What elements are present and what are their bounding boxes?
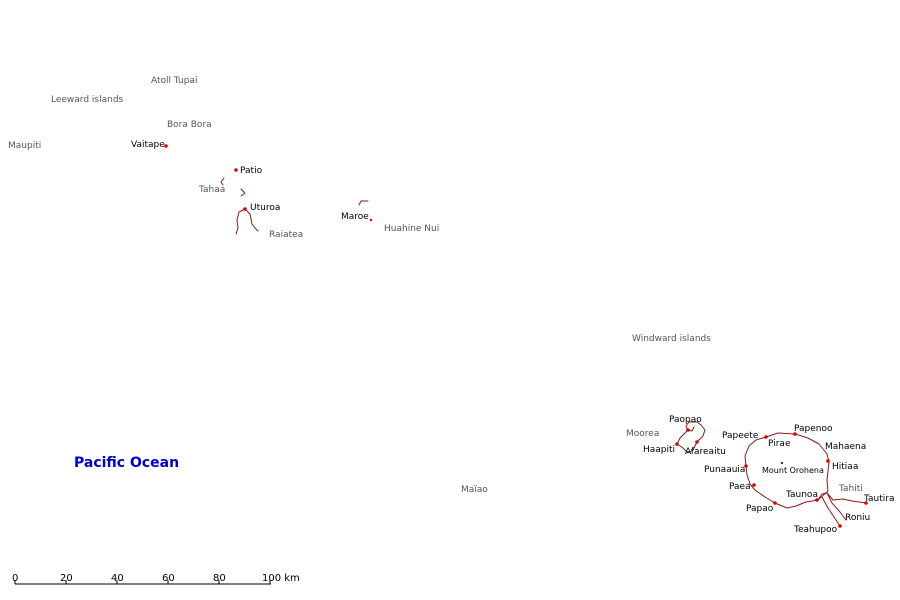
region-labels-layer: Atoll Tupai Leeward islands Bora Bora Ma…: [8, 76, 863, 495]
road-taiarapu: [817, 492, 867, 527]
label-uturoa: Uturoa: [250, 203, 280, 213]
papenoo-marker: [793, 432, 797, 436]
scale-label-80: 80: [213, 573, 226, 584]
papao-marker: [773, 501, 777, 505]
scale-label-20: 20: [60, 573, 73, 584]
ocean-label: Pacific Ocean: [74, 455, 179, 471]
scale-bar: 0 20 40 60 80 100 km: [12, 573, 300, 585]
label-punaauia: Punaauia: [704, 465, 745, 475]
vaitape-marker: [164, 144, 168, 148]
label-windward-islands: Windward islands: [632, 334, 711, 344]
label-papao: Papao: [746, 504, 774, 514]
patio-marker: [234, 168, 238, 172]
label-vaitape: Vaitape: [131, 140, 165, 150]
road-huahine: [358, 200, 369, 206]
town-labels-layer: Vaitape Patio Uturoa Maroe Paopao Haapit…: [131, 140, 894, 535]
scale-label-40: 40: [111, 573, 124, 584]
label-papeete: Papeete: [722, 431, 759, 441]
label-maupiti: Maupiti: [8, 141, 41, 151]
road-raiatea: [235, 208, 259, 235]
label-atoll-tupai: Atoll Tupai: [151, 76, 197, 86]
label-patio: Patio: [240, 166, 263, 176]
label-afareaitu: Afareaitu: [685, 447, 726, 457]
label-papenoo: Papenoo: [794, 424, 833, 434]
label-haapiti: Haapiti: [643, 445, 675, 455]
mount-orohena-marker: [781, 462, 783, 464]
road-tahiti: [744, 432, 830, 509]
label-pirae: Pirae: [768, 439, 791, 449]
label-huahine-nui: Huahine Nui: [384, 224, 439, 234]
label-teahupoo: Teahupoo: [793, 525, 838, 535]
paopao-marker: [686, 428, 690, 432]
scale-label-100: 100 km: [262, 573, 300, 584]
label-maroe: Maroe: [341, 212, 369, 222]
teahupoo-marker: [838, 524, 842, 528]
town-dots-layer: [164, 144, 868, 528]
road-tahaa-south: [240, 188, 246, 197]
label-taunoa: Taunoa: [785, 490, 818, 500]
maroe-marker: [369, 218, 373, 222]
label-moorea: Moorea: [626, 429, 659, 439]
label-mount-orohena: Mount Orohena: [762, 466, 824, 475]
afareaitu-marker: [695, 440, 699, 444]
scale-label-60: 60: [162, 573, 175, 584]
label-tahaa: Tahaa: [198, 185, 225, 195]
punaauia-marker: [744, 464, 748, 468]
label-mahaena: Mahaena: [825, 442, 866, 452]
taunoa-marker: [815, 498, 819, 502]
scale-label-0: 0: [12, 573, 18, 584]
label-roniu: Roniu: [845, 513, 870, 523]
label-hitiaa: Hitiaa: [832, 462, 858, 472]
hitiaa-marker: [826, 459, 830, 463]
label-paopao: Paopao: [669, 415, 702, 425]
label-tautira: Tautira: [863, 494, 894, 504]
label-paea: Paea: [729, 482, 751, 492]
label-maiao: Maïao: [461, 485, 488, 495]
tautira-marker: [864, 501, 868, 505]
haapiti-marker: [675, 442, 679, 446]
label-bora-bora: Bora Bora: [167, 120, 212, 130]
road-tahaa: [220, 177, 225, 186]
label-leeward-islands: Leeward islands: [51, 95, 124, 105]
paea-marker: [752, 483, 756, 487]
label-tahiti: Tahiti: [838, 484, 863, 494]
label-raiatea: Raiatea: [269, 230, 303, 240]
uturoa-marker: [243, 207, 247, 211]
papeete-marker: [764, 435, 768, 439]
